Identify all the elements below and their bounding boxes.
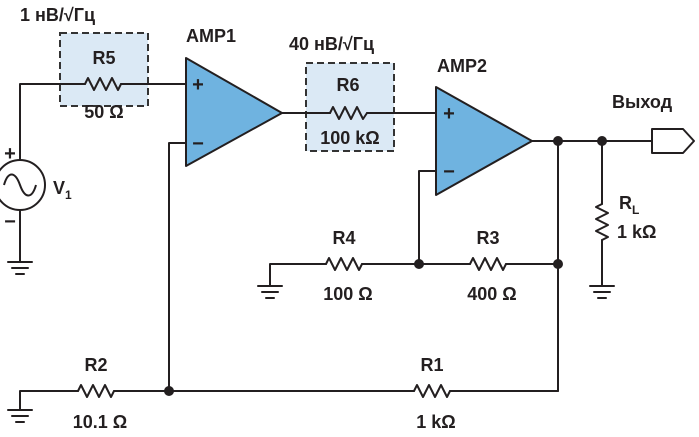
wire-amp2-minus (418, 170, 437, 265)
ground-icon (7, 409, 33, 423)
junction-dot (164, 386, 174, 396)
r4-name: R4 (332, 228, 355, 248)
amp1-label: AMP1 (186, 26, 236, 46)
opamp-icon (435, 86, 533, 196)
r4-value: 100 Ω (323, 284, 372, 304)
r5-noise-label: 1 нВ/√Гц (20, 5, 95, 25)
r3-name: R3 (476, 228, 499, 248)
r3-value: 400 Ω (467, 284, 516, 304)
ground-icon (257, 285, 283, 299)
r1-name: R1 (420, 355, 443, 375)
resistor-icon (329, 106, 368, 120)
r1-value: 1 kΩ (416, 412, 455, 432)
r6-name: R6 (336, 75, 359, 95)
junction-dot (597, 136, 607, 146)
junction-dot (553, 136, 563, 146)
opamp-icon (185, 57, 283, 167)
ac-voltage-source-icon (0, 159, 46, 211)
r6-noise-label: 40 нВ/√Гц (289, 34, 374, 54)
r6-noise-box (305, 62, 395, 152)
r2-name: R2 (84, 355, 107, 375)
junction-dot (553, 259, 563, 269)
amp1-plus-sign: + (192, 74, 204, 96)
resistor-icon (84, 77, 122, 91)
r5-noise-box (59, 32, 149, 107)
ground-icon (7, 261, 33, 275)
wire-input (19, 83, 86, 161)
v1-minus-sign: − (4, 211, 16, 233)
resistor-icon (595, 203, 609, 241)
r6-value: 100 kΩ (320, 128, 379, 148)
resistor-icon (77, 384, 115, 398)
r2-value: 10.1 Ω (73, 412, 127, 432)
amp1-minus-sign: − (192, 133, 204, 155)
rl-value: 1 kΩ (617, 222, 656, 242)
ground-icon (589, 285, 615, 299)
resistor-icon (469, 257, 507, 271)
rl-name: RL (619, 193, 639, 217)
amp2-label: AMP2 (437, 56, 487, 76)
wire-r4-ground (269, 263, 327, 287)
r5-name: R5 (92, 48, 115, 68)
v1-label: V1 (53, 178, 72, 202)
output-arrow-icon (651, 128, 695, 154)
r5-value: 50 Ω (84, 102, 123, 122)
v1-plus-sign: + (4, 143, 16, 165)
resistor-icon (325, 257, 363, 271)
junction-dot (414, 259, 424, 269)
output-label: Выход (612, 92, 673, 112)
amp2-plus-sign: + (443, 103, 455, 125)
amp2-minus-sign: − (443, 161, 455, 183)
wire-r2-ground (19, 390, 79, 411)
resistor-icon (413, 384, 451, 398)
wire-amp1-minus (168, 142, 187, 392)
